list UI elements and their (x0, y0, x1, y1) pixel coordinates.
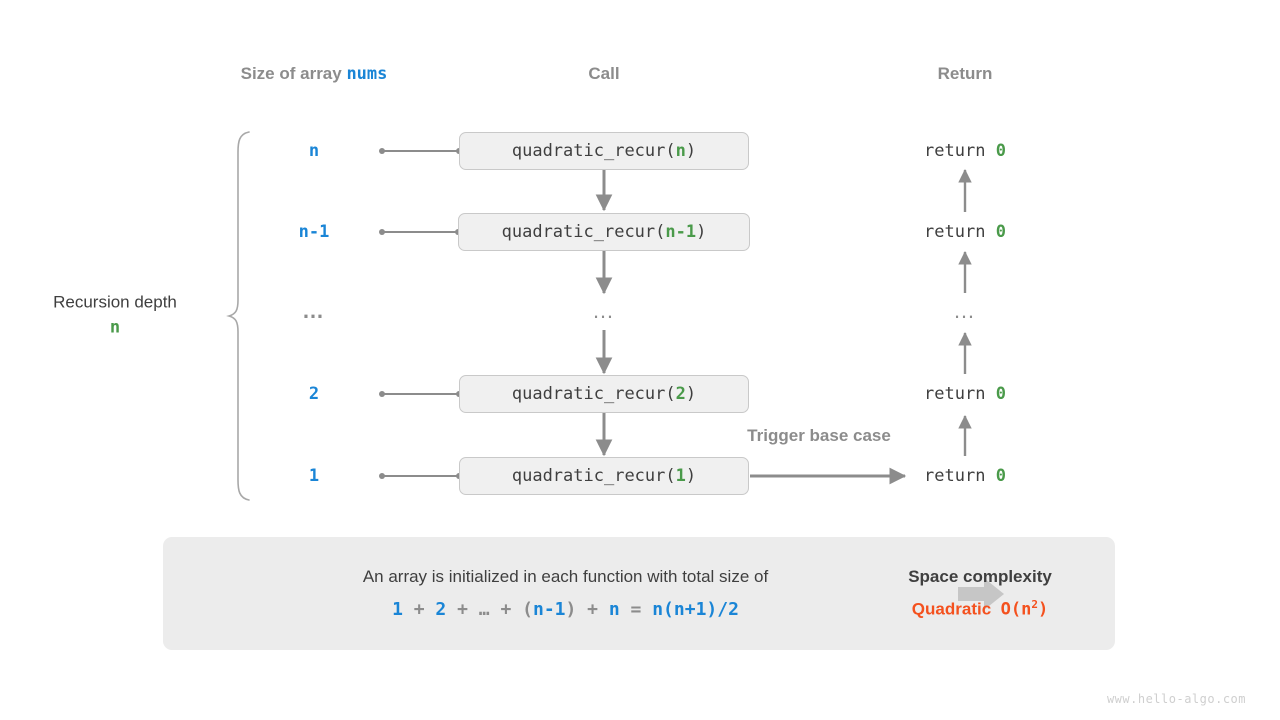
header-size-prefix: Size of array (240, 64, 347, 83)
header-call: Call (588, 64, 620, 83)
complexity-bigo-suffix: ) (1037, 599, 1049, 620)
return-label-row-1: return 0 (924, 222, 1006, 242)
call-ellipsis-row-2: … (592, 298, 616, 323)
formula-token-12: n(n+1)/2 (652, 599, 739, 620)
size-label-row-2: … (302, 298, 326, 323)
return-label-row-4: return 0 (924, 466, 1006, 486)
call-box-text-row-0: quadratic_recur( (511, 141, 676, 161)
formula-token-6: ( (522, 599, 533, 620)
call-box-suffix-row-0: ) (685, 141, 697, 161)
call-box-text-row-4: quadratic_recur( (511, 466, 676, 486)
watermark: www.hello-algo.com (1106, 692, 1246, 706)
return-value-row-1: 0 (995, 222, 1006, 242)
size-label-row-4: 1 (308, 466, 320, 486)
return-keyword-row-4: return (924, 466, 996, 486)
call-box-arg-row-1: n-1 (665, 222, 697, 242)
return-keyword-row-1: return (924, 222, 996, 242)
return-ellipsis-row-2: … (953, 298, 977, 323)
trigger-base-case-note: Trigger base case (747, 426, 891, 445)
complexity-name: Quadratic (911, 599, 992, 619)
size-label-row-1: n-1 (298, 222, 330, 242)
formula-token-4: … (478, 599, 490, 620)
formula-token-3: + (446, 599, 479, 620)
complexity-bigo-exponent: 2 (1031, 598, 1038, 612)
call-box-suffix-row-3: ) (685, 384, 697, 404)
call-box-row-4[interactable]: quadratic_recur(1) (459, 457, 749, 495)
header-return: Return (937, 64, 993, 83)
call-box-arg-row-0: n (675, 141, 686, 161)
summary-panel: An array is initialized in each function… (163, 537, 1115, 650)
formula-token-7: n-1 (532, 599, 566, 620)
connector-line-row-3 (382, 393, 460, 395)
formula-token-1: + (402, 599, 436, 620)
recursion-depth-title: Recursion depth (53, 292, 177, 312)
complexity-value: Quadratic O(n2) (912, 598, 1048, 620)
summary-formula: 1 + 2 + … + (n-1) + n = n(n+1)/2 (392, 599, 739, 620)
recursion-depth-brace (226, 131, 250, 501)
connector-line-row-4 (382, 475, 460, 477)
call-box-arg-row-3: 2 (675, 384, 686, 404)
return-keyword-row-0: return (924, 141, 996, 161)
return-keyword-row-3: return (924, 384, 996, 404)
call-box-text-row-3: quadratic_recur( (511, 384, 676, 404)
call-box-suffix-row-1: ) (696, 222, 707, 242)
summary-right: Space complexity Quadratic O(n2) (865, 537, 1095, 650)
formula-token-5: + (489, 599, 523, 620)
size-label-row-0: n (308, 141, 320, 161)
return-value-row-0: 0 (995, 141, 1006, 161)
call-box-text-row-1: quadratic_recur( (501, 222, 666, 242)
right-arrow-icon (958, 577, 1004, 610)
header-size-mono: nums (346, 64, 388, 84)
call-box-row-0[interactable]: quadratic_recur(n) (459, 132, 749, 170)
size-label-row-3: 2 (308, 384, 320, 404)
return-label-row-0: return 0 (924, 141, 1006, 161)
recursion-depth-block: Recursion depth n (53, 290, 177, 339)
formula-token-2: 2 (435, 599, 447, 620)
connector-line-row-1 (382, 231, 459, 233)
formula-token-11: = (619, 599, 653, 620)
call-box-suffix-row-4: ) (685, 466, 697, 486)
call-box-arg-row-4: 1 (675, 466, 686, 486)
call-box-row-3[interactable]: quadratic_recur(2) (459, 375, 749, 413)
return-value-row-4: 0 (995, 466, 1006, 486)
recursion-depth-value: n (109, 317, 121, 337)
connector-line-row-0 (382, 150, 460, 152)
header-size-of-array: Size of array nums (241, 64, 388, 84)
formula-token-10: n (608, 599, 620, 620)
complexity-bigo-prefix: O(n (1000, 599, 1032, 620)
return-label-row-3: return 0 (924, 384, 1006, 404)
return-value-row-3: 0 (995, 384, 1006, 404)
formula-token-8: ) (565, 599, 577, 620)
formula-token-0: 1 (392, 599, 403, 620)
call-box-row-1[interactable]: quadratic_recur(n-1) (458, 213, 750, 251)
complexity-title: Space complexity (908, 567, 1052, 587)
formula-token-9: + (576, 599, 609, 620)
summary-left: An array is initialized in each function… (193, 537, 938, 650)
summary-description: An array is initialized in each function… (362, 567, 769, 586)
